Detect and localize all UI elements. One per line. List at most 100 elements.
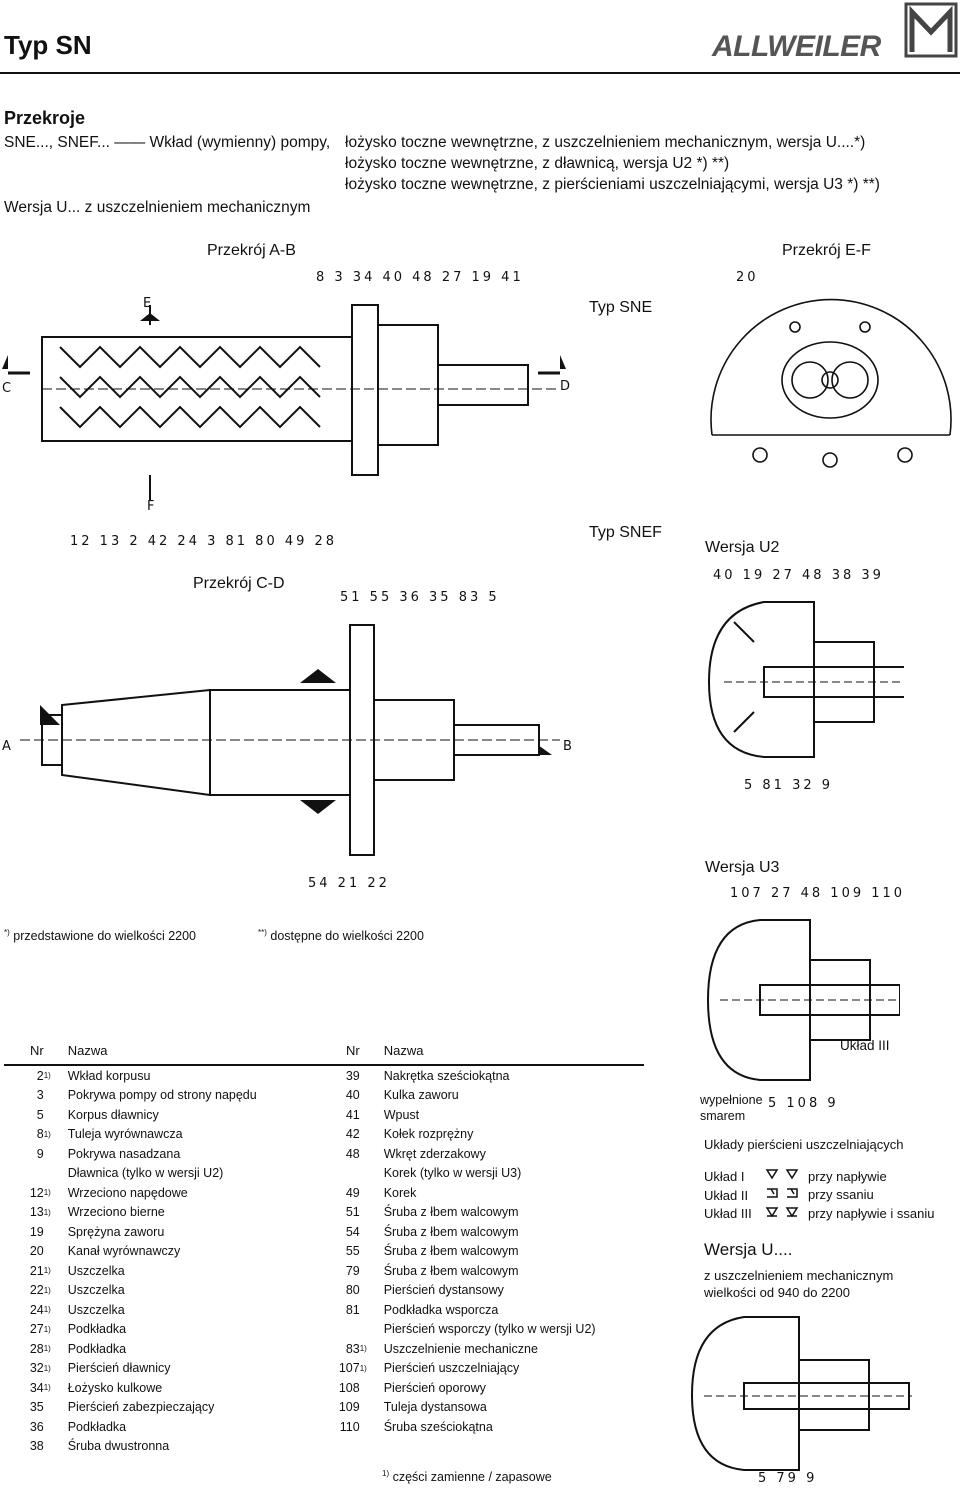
callouts-ef: 20 [736, 270, 759, 285]
part-name: Łożysko kulkowe [67, 1380, 163, 1395]
label-przekroj-cd: Przekrój C-D [193, 575, 285, 592]
part-name: Podkładka wsporcza [383, 1302, 499, 1317]
part-name: Podkładka [67, 1341, 127, 1356]
part-footnote-marker: 1) [43, 1266, 51, 1276]
part-footnote-marker: 1) [359, 1363, 367, 1373]
brand-logo-icon [904, 2, 958, 58]
mark-c: C [2, 381, 15, 396]
part-name: Śruba z łbem walcowym [383, 1244, 519, 1259]
callouts-cd-top: 51 55 36 35 83 5 [340, 590, 500, 605]
part-number: 55 [345, 1244, 360, 1259]
label-wypelnione: wypełnione [700, 1093, 763, 1107]
part-footnote-marker [360, 1242, 384, 1262]
part-number: 34 [29, 1380, 44, 1395]
part-number: 51 [345, 1205, 360, 1220]
callouts-uu-bottom: 5 79 9 [758, 1471, 818, 1486]
seal-heading: Układy pierścieni uszczelniających [704, 1137, 904, 1152]
wersja-u-desc-2: wielkości od 940 do 2200 [704, 1285, 850, 1300]
part-number: 35 [29, 1400, 44, 1415]
part-number: 28 [29, 1341, 44, 1356]
part-footnote-marker: 1) [43, 1324, 51, 1334]
seal-row-3-name: Układ III [704, 1206, 752, 1221]
part-footnote-marker [44, 1417, 68, 1437]
section-ef-drawing [710, 298, 952, 468]
part-number: 110 [339, 1419, 360, 1434]
callouts-ab-bottom: 12 13 2 42 24 3 81 80 49 28 [70, 534, 338, 549]
wersja-u3-drawing [706, 919, 900, 1081]
part-name: Pierścień uszczelniający [383, 1361, 520, 1376]
part-number: 80 [345, 1283, 360, 1298]
callouts-u2-bottom: 5 81 32 9 [744, 778, 834, 793]
part-name: Śruba dwustronna [67, 1439, 170, 1454]
part-name: Pierścień zabezpieczający [67, 1400, 215, 1415]
wersja-line: Wersja U... z uszczelnieniem mechaniczny… [4, 199, 311, 216]
label-typ-snef: Typ SNEF [589, 524, 662, 541]
part-name: Pierścień oporowy [383, 1380, 486, 1395]
part-footnote-marker [44, 1437, 68, 1457]
label-przekroj-ab: Przekrój A-B [207, 242, 296, 259]
part-name: Kołek rozprężny [383, 1127, 474, 1142]
part-footnote-marker [360, 1125, 384, 1145]
part-footnote-marker: 1) [43, 1383, 51, 1393]
section-cd-drawing [20, 624, 560, 856]
part-number [322, 1164, 360, 1184]
part-number: 2 [36, 1068, 44, 1083]
part-footnote-marker [360, 1105, 384, 1125]
part-name: Pokrywa nasadzana [67, 1146, 181, 1161]
part-footnote-marker [360, 1144, 384, 1164]
part-number: 13 [29, 1205, 44, 1220]
intro-lead: SNE..., SNEF... —— Wkład (wymienny) pomp… [4, 134, 331, 151]
wersja-u2-drawing [707, 601, 904, 758]
wersja-u-drawing [690, 1316, 912, 1471]
brand-logo-text: ALLWEILER [712, 30, 881, 63]
part-name: Sprężyna zaworu [67, 1224, 165, 1239]
label-wersja-u2: Wersja U2 [705, 539, 780, 556]
part-footnote-marker [360, 1261, 384, 1281]
mark-e: E [143, 296, 155, 311]
part-number: 22 [29, 1283, 44, 1298]
label-przekroj-ef: Przekrój E-F [782, 242, 871, 259]
mark-d: D [560, 379, 574, 394]
part-name: Wrzeciono bierne [67, 1205, 165, 1220]
part-number: 3 [36, 1088, 44, 1103]
part-footnote-marker: 1) [43, 1285, 51, 1295]
part-footnote-marker [360, 1378, 384, 1398]
mark-f: F [147, 499, 158, 514]
col-name-header: Nazwa [67, 1043, 324, 1066]
part-footnote-marker [360, 1065, 384, 1086]
mark-a: A [2, 739, 14, 754]
part-number: 21 [29, 1263, 44, 1278]
header-rule [0, 72, 960, 74]
part-footnote-marker: 1) [359, 1344, 367, 1354]
part-footnote-marker [360, 1300, 384, 1320]
part-number: 9 [36, 1146, 44, 1161]
part-number: 48 [345, 1146, 360, 1161]
footnote-one-marker: 1) [382, 1469, 390, 1478]
part-number: 20 [29, 1244, 44, 1259]
part-name: Korek [383, 1185, 417, 1200]
part-number: 32 [29, 1361, 44, 1376]
table-row: Dławnica (tylko w wersji U2) [4, 1164, 324, 1184]
part-name: Nakrętka sześciokątna [383, 1068, 510, 1083]
part-footnote-marker [360, 1203, 384, 1223]
part-number: 109 [338, 1400, 360, 1415]
part-number: 107 [338, 1361, 360, 1376]
